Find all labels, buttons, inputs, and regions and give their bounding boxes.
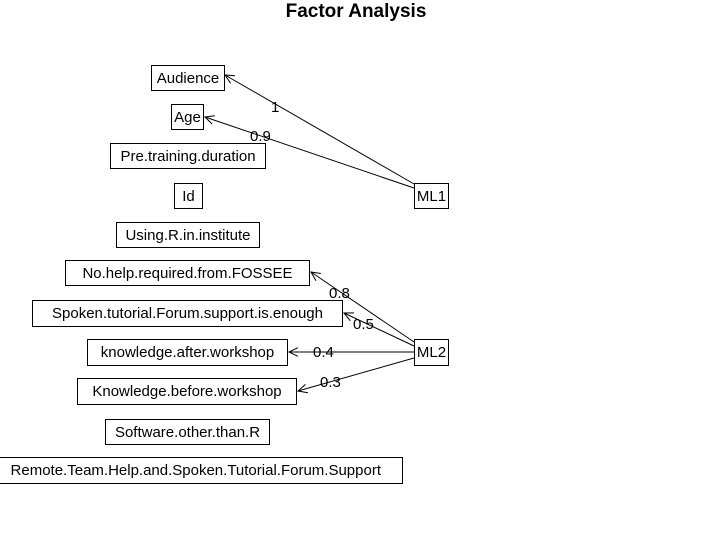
edge-ml1-audience	[224, 74, 415, 185]
factor-ml2: ML2	[414, 339, 449, 366]
edge-ml2-knowledge-before	[297, 357, 415, 392]
variable-knowledge-before-workshop: Knowledge.before.workshop	[77, 378, 297, 405]
variable-using-r-in-institute: Using.R.in.institute	[116, 222, 260, 248]
variable-audience: Audience	[151, 65, 225, 91]
edge-ml1-audience-arrowhead	[224, 74, 236, 84]
variable-age: Age	[171, 104, 204, 130]
loading-label-audience: 1	[271, 99, 280, 116]
loading-label-age: 0.9	[250, 128, 271, 145]
variable-pre-training-duration: Pre.training.duration	[110, 143, 266, 169]
edge-ml2-knowledge-before-arrowhead	[296, 384, 308, 394]
variable-remote-team-help: Remote.Team.Help.and.Spoken.Tutorial.For…	[0, 457, 403, 484]
variable-knowledge-after-workshop: knowledge.after.workshop	[87, 339, 288, 366]
variable-no-help-required: No.help.required.from.FOSSEE	[65, 260, 310, 286]
loading-label-knowledge-after: 0.4	[313, 344, 334, 361]
edge-ml2-forum-support	[343, 312, 415, 347]
edge-ml2-forum-support-arrowhead	[342, 312, 355, 322]
edge-ml2-no-help	[310, 271, 415, 343]
loading-label-forum-support: 0.5	[353, 316, 374, 333]
variable-forum-support-enough: Spoken.tutorial.Forum.support.is.enough	[32, 300, 343, 327]
edge-ml2-no-help-arrowhead	[310, 271, 321, 281]
variable-id: Id	[174, 183, 203, 209]
diagram-title: Factor Analysis	[285, 1, 427, 22]
edge-ml2-knowledge-after-arrowhead	[287, 347, 299, 357]
loading-label-knowledge-before: 0.3	[320, 374, 341, 391]
edge-ml1-age	[204, 116, 415, 189]
edge-ml1-age-arrowhead	[203, 115, 215, 125]
loading-label-no-help: 0.8	[329, 285, 350, 302]
variable-software-other-than-r: Software.other.than.R	[105, 419, 270, 445]
factor-ml1: ML1	[414, 183, 449, 209]
